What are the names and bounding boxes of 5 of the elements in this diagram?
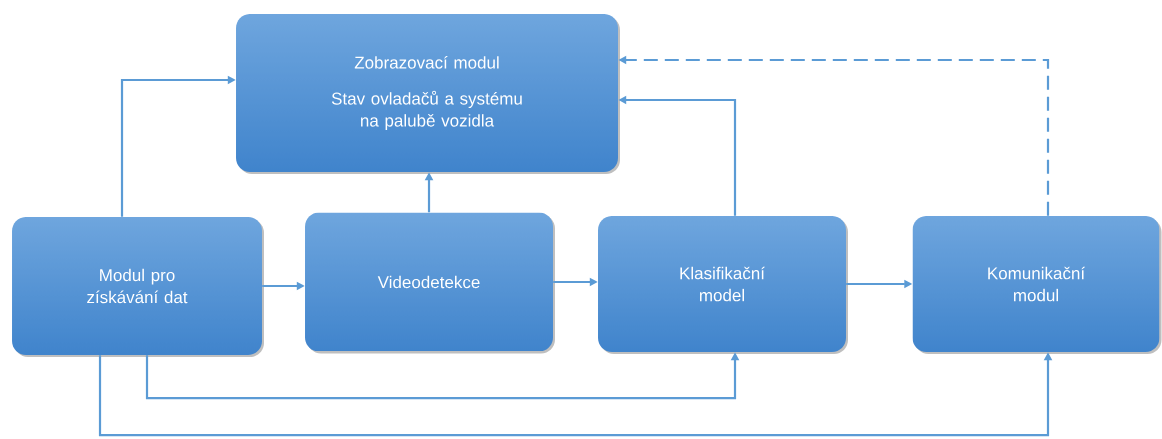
module-box: Komunikační modul xyxy=(912,216,1162,354)
module-box: Videodetekce xyxy=(305,212,555,354)
module-box: Klasifikační model xyxy=(598,216,848,354)
module-box: Zobrazovací modul Stav ovladačů a systému na palubě vozidla xyxy=(236,14,620,174)
module-box: Modul pro získávání dat xyxy=(12,217,264,357)
